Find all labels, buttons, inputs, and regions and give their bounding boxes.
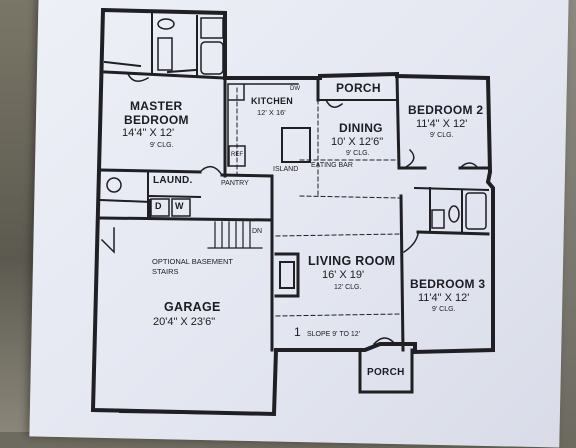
wall	[395, 74, 401, 170]
porch-bottom-label: PORCH	[367, 367, 405, 378]
sink-2	[431, 209, 445, 229]
wall	[103, 60, 198, 74]
wall	[416, 230, 490, 236]
washer	[171, 198, 191, 217]
master-bedroom-size: 14'4" X 12'	[122, 127, 175, 139]
basement-stairs-label-1: OPTIONAL BASEMENT	[152, 257, 233, 266]
bedroom3-size: 11'4" X 12'	[418, 292, 470, 304]
wall	[99, 198, 152, 204]
kitchen-counter	[227, 83, 299, 167]
living-room-label: LIVING ROOM	[308, 254, 396, 268]
dryer-label: D	[155, 201, 162, 211]
dining-label: DINING	[339, 121, 383, 135]
door-swing	[126, 72, 150, 82]
door-swing	[198, 166, 224, 177]
vanity	[157, 37, 173, 71]
bedroom3-ceiling: 9' CLG.	[432, 306, 456, 313]
kitchen-label: KITCHEN	[251, 96, 294, 106]
wall	[413, 186, 490, 192]
stairs	[207, 221, 263, 249]
bathtub-2	[465, 192, 487, 230]
floor-plan	[90, 7, 495, 417]
door-swing	[324, 98, 344, 108]
kitchen-island	[281, 127, 311, 163]
door-swing	[402, 148, 415, 170]
fireplace	[279, 261, 295, 289]
kitchen-size: 12' X 16'	[257, 108, 286, 117]
garage-label: GARAGE	[164, 300, 221, 314]
bedroom2-size: 11'4" X 12'	[416, 118, 468, 130]
shower	[200, 17, 224, 39]
washer-label: W	[175, 201, 184, 211]
eating-bar-label: EATING BAR	[311, 162, 353, 169]
wall	[220, 173, 274, 178]
dining-size: 10' X 12'6"	[331, 136, 384, 148]
porch-wall	[358, 348, 414, 394]
dining-ceiling: 9' CLG.	[346, 150, 370, 157]
dw-label: DW	[290, 86, 300, 92]
slope-label: SLOPE 9' TO 12'	[307, 331, 360, 338]
wall	[429, 187, 463, 233]
wall	[147, 171, 202, 219]
toilet-2	[448, 205, 460, 223]
garage-door	[118, 410, 252, 416]
bedroom2-label: BEDROOM 2	[408, 103, 484, 117]
door-swing	[100, 227, 115, 254]
garage-size: 20'4" X 23'6"	[153, 316, 216, 328]
bedroom2-ceiling: 9' CLG.	[430, 132, 454, 139]
bathtub	[200, 41, 224, 75]
door-swing	[372, 337, 397, 346]
living-room-size: 16' X 19'	[322, 269, 365, 281]
pantry-label: PANTRY	[221, 180, 249, 187]
wall	[103, 70, 227, 80]
slope-marker: 1	[294, 325, 301, 339]
island-label: ISLAND	[273, 166, 299, 173]
basement-stairs-label-2: STAIRS	[152, 267, 179, 276]
porch-top-label: PORCH	[336, 81, 381, 95]
toilet	[157, 18, 175, 30]
fireplace	[274, 252, 300, 298]
ref-label: REF	[231, 152, 243, 158]
wall	[99, 168, 202, 174]
dn-label: DN	[252, 228, 263, 235]
refrigerator	[228, 145, 246, 167]
master-bedroom-ceiling: 9' CLG.	[150, 142, 174, 149]
dryer	[150, 198, 170, 217]
living-room-ceiling: 12' CLG.	[334, 284, 362, 291]
wall	[399, 194, 405, 352]
water-heater	[106, 177, 122, 193]
door-swing	[402, 233, 419, 254]
bedroom3-label: BEDROOM 3	[410, 277, 486, 291]
master-bedroom-label-1: MASTER	[130, 99, 183, 113]
door-swing	[458, 162, 480, 170]
wall	[99, 216, 272, 222]
master-bedroom-label-2: BEDROOM	[124, 113, 189, 127]
exterior-wall	[90, 7, 495, 417]
laundry-label: LAUND.	[153, 175, 193, 186]
